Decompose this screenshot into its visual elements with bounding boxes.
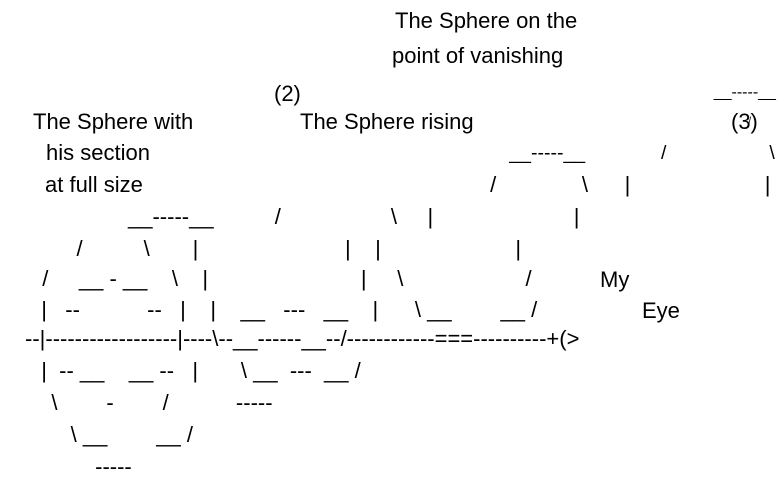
art-line-10: \ - / ----- xyxy=(33,390,273,415)
art-line-3: / \ | | xyxy=(264,172,771,197)
label-sphere-vanishing-line2: point of vanishing xyxy=(392,43,564,68)
art-line-1: / \ xyxy=(565,116,784,127)
art-line-0: __-----__ xyxy=(447,84,776,101)
art-line-12: ----- xyxy=(34,454,132,479)
label-2: (2) xyxy=(274,81,301,106)
art-line-9: | -- __ __ -- | \ __ --- __ / xyxy=(29,358,361,383)
art-line-8-baseline: --|------------------|----\--__------__-… xyxy=(25,326,580,351)
label-my: My xyxy=(600,267,630,292)
art-line-5: / \ | | | | xyxy=(52,236,522,261)
label-sphere-vanishing-line1: The Sphere on the xyxy=(395,8,578,33)
label-sphere-rising: The Sphere rising xyxy=(300,109,474,134)
art-line-2: __-----__ / \ xyxy=(298,142,775,164)
label-sphere-full-line1: The Sphere with xyxy=(33,109,194,134)
art-line-7: | -- -- | | __ --- __ | \ __ __ / xyxy=(29,297,538,322)
label-sphere-full-line2: his section xyxy=(46,140,150,165)
label-3: (3) xyxy=(731,109,758,134)
art-line-4: __-----__ / \ | | xyxy=(73,204,580,229)
art-line-11: \ __ __ / xyxy=(34,422,193,447)
label-sphere-full-line3: at full size xyxy=(45,172,143,197)
art-line-6: / __ - __ \ | | \ / xyxy=(30,266,532,291)
label-eye: Eye xyxy=(642,298,680,323)
